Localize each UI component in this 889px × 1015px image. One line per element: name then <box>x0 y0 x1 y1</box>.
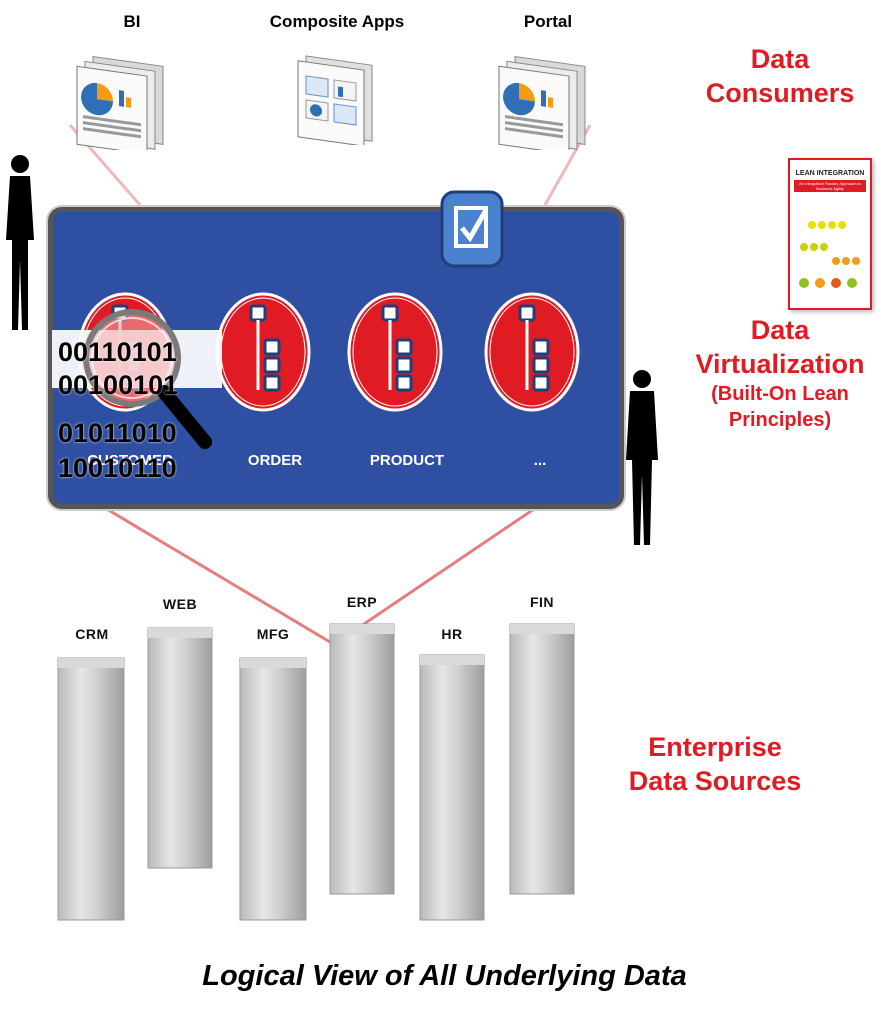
binary-line-1: 00110101 <box>58 337 177 367</box>
server-fin-icon <box>509 623 575 895</box>
entity-label-customer: CUSTOMER <box>87 452 173 469</box>
server-label-mfg: MFG <box>256 626 290 642</box>
entity-oval-more <box>484 292 580 412</box>
server-label-hr: HR <box>441 626 463 642</box>
server-label-web: WEB <box>162 596 198 612</box>
book-title: LEAN INTEGRATION <box>795 170 865 177</box>
book-cover-art-icon <box>799 221 860 288</box>
portal-report-icon <box>498 55 586 150</box>
binary-line-2: 00100101 <box>58 370 179 400</box>
server-web-icon <box>147 627 213 869</box>
entity-label-product: PRODUCT <box>369 452 445 469</box>
checklist-icon <box>440 190 504 268</box>
server-label-crm: CRM <box>75 626 109 642</box>
server-crm-icon <box>57 657 125 921</box>
lean-integration-book: LEAN INTEGRATION An Integration Factory … <box>788 158 872 310</box>
binary-line-4: 10010110 <box>58 453 177 483</box>
entity-label-order: ORDER <box>247 452 303 469</box>
server-hr-icon <box>419 654 485 921</box>
server-label-erp: ERP <box>346 594 378 610</box>
server-label-fin: FIN <box>529 594 555 610</box>
consumer-label-bi: BI <box>123 12 141 31</box>
bi-report-icon <box>76 55 164 150</box>
binary-line-3: 01011010 <box>58 418 177 448</box>
consumer-label-portal: Portal <box>523 12 573 31</box>
entity-oval-order <box>215 292 311 412</box>
consumer-label-composite-apps: Composite Apps <box>269 12 405 31</box>
server-mfg-icon <box>239 657 307 921</box>
person-silhouette-icon <box>626 370 658 545</box>
enterprise-data-sources-heading: Enterprise Data Sources <box>628 732 802 796</box>
server-erp-icon <box>329 623 395 895</box>
magnifier-icon <box>83 309 212 449</box>
person-silhouette-icon <box>6 155 34 330</box>
data-consumers-heading: Data Consumers <box>705 44 855 108</box>
composite-apps-icon <box>297 55 373 145</box>
entity-oval-product <box>347 292 443 412</box>
entity-label-more: ... <box>533 452 547 469</box>
book-subtitle: An Integration Factory Approach to Busin… <box>794 180 866 192</box>
footer-caption: Logical View of All Underlying Data <box>202 960 687 992</box>
data-virtualization-heading: Data Virtualization (Built-On Lean Princ… <box>695 315 865 431</box>
